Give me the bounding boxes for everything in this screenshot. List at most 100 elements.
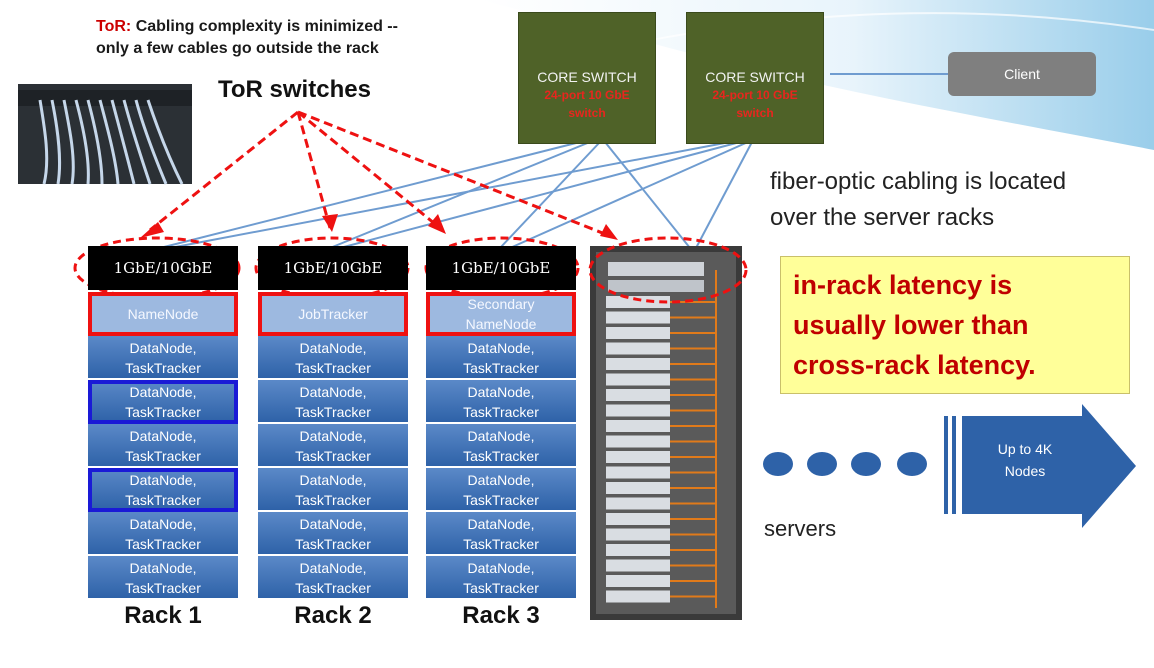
node-role: TaskTracker	[295, 404, 371, 420]
node-role: DataNode,	[129, 384, 197, 400]
core-switch-spec: switch	[736, 106, 774, 120]
node-role: DataNode,	[129, 472, 197, 488]
node-role: TaskTracker	[295, 492, 371, 508]
node-role: DataNode,	[467, 516, 535, 532]
node-role: DataNode,	[467, 340, 535, 356]
datanode-highlighted: DataNode,TaskTracker	[88, 380, 238, 424]
datanode: DataNode, TaskTracker	[258, 424, 408, 468]
latency-line: in-rack latency is	[793, 270, 1013, 300]
node-role: TaskTracker	[463, 492, 539, 508]
scale-arrow-label: Up to 4K Nodes	[980, 438, 1070, 482]
fiber-note-line: fiber-optic cabling is located	[770, 168, 1067, 195]
node-role: DataNode,	[129, 428, 197, 444]
datanode: DataNode, TaskTracker	[88, 512, 238, 556]
node-role: DataNode,	[299, 384, 367, 400]
node-role: TaskTracker	[463, 536, 539, 552]
servers-label: servers	[764, 516, 837, 541]
tor-heading: ToR switches	[218, 76, 371, 103]
tor-note-prefix: ToR:	[96, 18, 132, 35]
datanode: DataNode, TaskTracker	[258, 468, 408, 512]
node-role: TaskTracker	[295, 448, 371, 464]
secondary-namenode: Secondary NameNode	[426, 292, 576, 336]
latency-line: usually lower than	[793, 310, 1029, 340]
core-switch-title: CORE SWITCH	[705, 69, 805, 85]
rack-3: 1GbE/10GbE Secondary NameNode DataNode, T…	[426, 246, 576, 630]
rack-label: Rack 3	[462, 602, 540, 629]
node-role: DataNode,	[299, 560, 367, 576]
datanode: DataNode, TaskTracker	[88, 336, 238, 380]
tor-arrowheads	[140, 214, 618, 240]
tor-switch: 1GbE/10GbE	[426, 246, 576, 290]
node-role: TaskTracker	[125, 360, 201, 376]
scale-arrow-line: Nodes	[1004, 463, 1046, 479]
server-unit	[606, 497, 670, 510]
node-role: DataNode,	[467, 472, 535, 488]
core-switch-1: CORE SWITCH 24-port 10 GbE switch	[518, 12, 656, 144]
rack-label: Rack 1	[124, 602, 202, 629]
server-unit	[606, 559, 670, 572]
rack-2: 1GbE/10GbE JobTracker DataNode,TaskTrack…	[258, 246, 408, 630]
client-box: Client	[948, 52, 1096, 96]
node-role: TaskTracker	[125, 492, 201, 508]
node-role: TaskTracker	[125, 580, 201, 596]
core-switch-title: CORE SWITCH	[537, 69, 637, 85]
server-unit	[606, 404, 670, 417]
datanode: DataNode, TaskTracker	[258, 512, 408, 556]
server-unit	[606, 451, 670, 463]
server-unit	[606, 389, 670, 401]
node-role: DataNode,	[299, 516, 367, 532]
node-role: DataNode,	[299, 472, 367, 488]
server-unit	[606, 575, 670, 587]
node-role: TaskTracker	[125, 448, 201, 464]
node-role: Secondary	[467, 296, 535, 312]
rack-label: Rack 2	[294, 602, 372, 629]
node-role: DataNode,	[467, 560, 535, 576]
server-unit	[606, 358, 670, 370]
cable-photo-strands	[18, 84, 192, 185]
server-unit	[606, 296, 670, 308]
datanode: DataNode, TaskTracker	[258, 380, 408, 424]
node-role: TaskTracker	[295, 536, 371, 552]
tor-switch: 1GbE/10GbE	[88, 246, 238, 290]
scale-arrow-line: Up to 4K	[997, 441, 1053, 457]
server-unit	[606, 482, 670, 494]
rack-1: 1GbE/10GbE NameNode DataNode,TaskTracker…	[88, 246, 238, 630]
node-role: DataNode,	[129, 560, 197, 576]
datanode: DataNode, TaskTracker	[426, 468, 576, 512]
server-unit	[606, 435, 670, 448]
server-unit	[606, 513, 670, 525]
fiber-note: fiber-optic cabling is located over the …	[770, 164, 1066, 236]
core-switch-2: CORE SWITCH 24-port 10 GbE switch	[686, 12, 824, 144]
datanode-highlighted: DataNode, TaskTracker	[88, 468, 238, 512]
node-role: DataNode,	[299, 340, 367, 356]
core-switch-spec: 24-port 10 GbE	[544, 88, 630, 102]
server-unit	[606, 466, 670, 479]
node-role: DataNode,	[129, 340, 197, 356]
node-role: TaskTracker	[125, 536, 201, 552]
node-role: NameNode	[465, 316, 537, 332]
server-unit	[606, 373, 670, 386]
latency-callout: in-rack latency is usually lower than cr…	[780, 256, 1130, 394]
tor-note: ToR: Cabling complexity is minimized -- …	[96, 16, 398, 60]
node-role: DataNode,	[129, 516, 197, 532]
server-unit	[606, 420, 670, 432]
datanode: DataNode,TaskTracker	[258, 336, 408, 380]
server-rack-image	[590, 246, 742, 620]
node-role: TaskTracker	[463, 404, 539, 420]
continuation-dots	[763, 452, 927, 476]
fiber-cables	[159, 73, 948, 249]
node-role: DataNode,	[467, 384, 535, 400]
scale-arrow	[944, 404, 1136, 528]
datanode: DataNode, TaskTracker	[426, 556, 576, 600]
tor-note-line1: Cabling complexity is minimized --	[131, 18, 398, 35]
node-role: TaskTracker	[295, 580, 371, 596]
core-switch-spec: switch	[568, 106, 606, 120]
node-role: TaskTracker	[463, 580, 539, 596]
latency-line: cross-rack latency.	[793, 350, 1036, 380]
datanode: DataNode, TaskTracker	[258, 556, 408, 600]
fiber-note-line: over the server racks	[770, 204, 995, 231]
tor-switch: 1GbE/10GbE	[258, 246, 408, 290]
server-unit	[606, 590, 670, 603]
node-role: DataNode,	[299, 428, 367, 444]
